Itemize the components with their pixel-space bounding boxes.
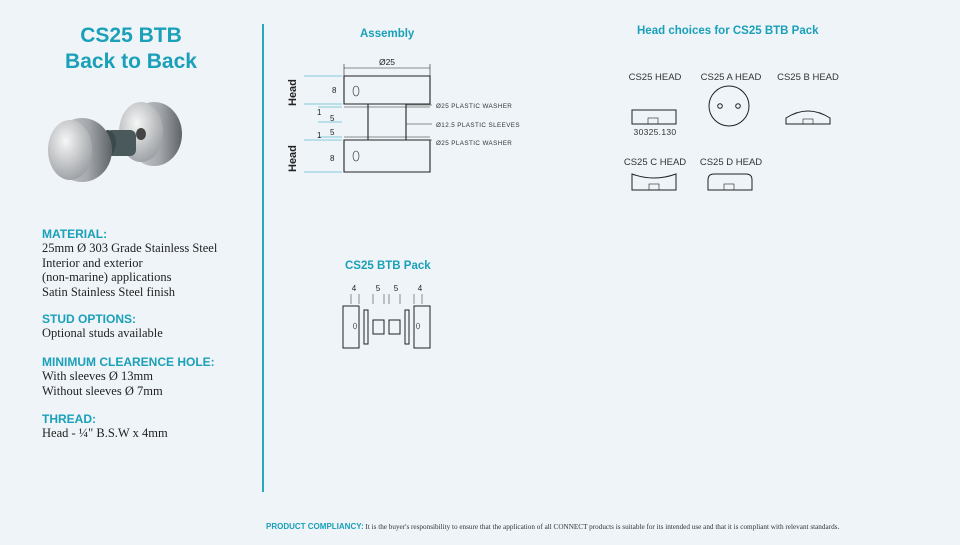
product-title: CS25 BTB [80, 24, 182, 47]
spec-line: Satin Stainless Steel finish [42, 284, 175, 299]
callout-sleeves: Ø12.5 PLASTIC SLEEVES [436, 122, 520, 129]
spec-line: With sleeves Ø 13mm [42, 369, 153, 383]
divider [262, 24, 264, 492]
head-label: CS25 C HEAD [623, 157, 687, 168]
head-label-top: Head [287, 79, 299, 106]
product-subtitle: Back to Back [65, 50, 197, 73]
callout-washer-bottom: Ø25 PLASTIC WASHER [436, 140, 512, 147]
footer-compliance: PRODUCT COMPLIANCY: It is the buyer's re… [266, 522, 839, 531]
spec-line: 25mm Ø 303 Grade Stainless Steel [42, 241, 218, 255]
head-code: 30325.130 [633, 127, 677, 137]
assembly-dim: 8 [330, 154, 335, 163]
spec-line: Head - ¼" B.S.W x 4mm [42, 426, 168, 440]
head-label: CS25 D HEAD [699, 157, 763, 168]
assembly-dim: 5 [330, 114, 335, 123]
pack-dim: 4 [352, 284, 357, 293]
pack-diagram: 4 5 5 4 [342, 284, 431, 349]
pack-dim: 5 [394, 284, 399, 293]
head-choices-diagram [631, 85, 831, 191]
assembly-diameter: Ø25 [379, 57, 395, 67]
head-choices-title: Head choices for CS25 BTB Pack [637, 25, 819, 37]
assembly-dim: 8 [332, 86, 337, 95]
spec-line: (non-marine) applications [42, 270, 172, 284]
head-label-bottom: Head [287, 145, 299, 172]
pack-dim: 4 [418, 284, 423, 293]
assembly-title: Assembly [360, 28, 415, 40]
pack-title: CS25 BTB Pack [345, 260, 431, 272]
spec-thread: THREAD: Head - ¼" B.S.W x 4mm [42, 412, 262, 441]
spec-stud-options: STUD OPTIONS: Optional studs available [42, 312, 262, 341]
assembly-dim: 5 [330, 128, 335, 137]
product-image [48, 102, 182, 182]
spec-material: MATERIAL: 25mm Ø 303 Grade Stainless Ste… [42, 227, 262, 299]
spec-heading: THREAD: [42, 412, 96, 426]
pack-dim: 5 [376, 284, 381, 293]
spec-line: Optional studs available [42, 326, 163, 340]
spec-heading: MINIMUM CLEARENCE HOLE: [42, 355, 215, 369]
head-label: CS25 HEAD [628, 72, 682, 83]
spec-clearance-hole: MINIMUM CLEARENCE HOLE: With sleeves Ø 1… [42, 355, 262, 398]
footer-label: PRODUCT COMPLIANCY: [266, 522, 364, 531]
head-label: CS25 A HEAD [700, 72, 762, 83]
assembly-dim: 1 [317, 131, 322, 140]
assembly-dim: 1 [317, 108, 322, 117]
footer-text: It is the buyer's responsibility to ensu… [365, 523, 840, 531]
callout-washer-top: Ø25 PLASTIC WASHER [436, 103, 512, 110]
spec-heading: STUD OPTIONS: [42, 312, 137, 326]
spec-line: Interior and exterior [42, 255, 143, 270]
spec-line: Without sleeves Ø 7mm [42, 383, 163, 398]
spec-heading: MATERIAL: [42, 227, 108, 241]
head-label: CS25 B HEAD [777, 72, 839, 83]
assembly-diagram: Ø25 8 1 5 1 5 8 Ø25 PLASTIC WASHER Ø12.5… [287, 57, 520, 173]
